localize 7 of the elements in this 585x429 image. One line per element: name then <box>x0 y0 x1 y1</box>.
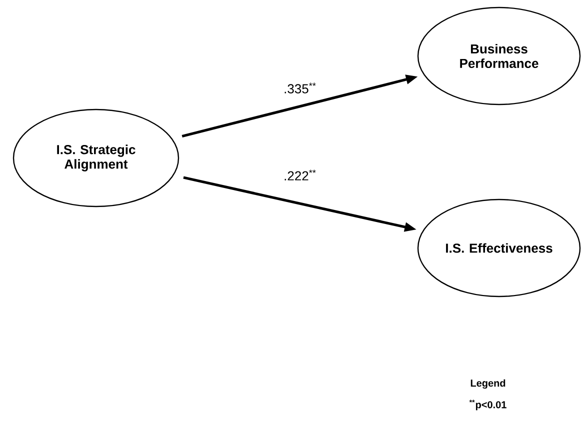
legend-text: $^{**}$p<0.01 <box>469 400 506 410</box>
edge-label: .222$^{**}$ <box>282 168 318 182</box>
edge-label: .335$^{**}$ <box>282 82 318 94</box>
ellipse-node: Business Performance <box>417 6 581 106</box>
legend-text: Legend <box>470 379 506 389</box>
ellipse-node: I.S. Strategic Alignment <box>12 108 180 208</box>
ellipse-node: I.S. Effectiveness <box>417 198 581 298</box>
